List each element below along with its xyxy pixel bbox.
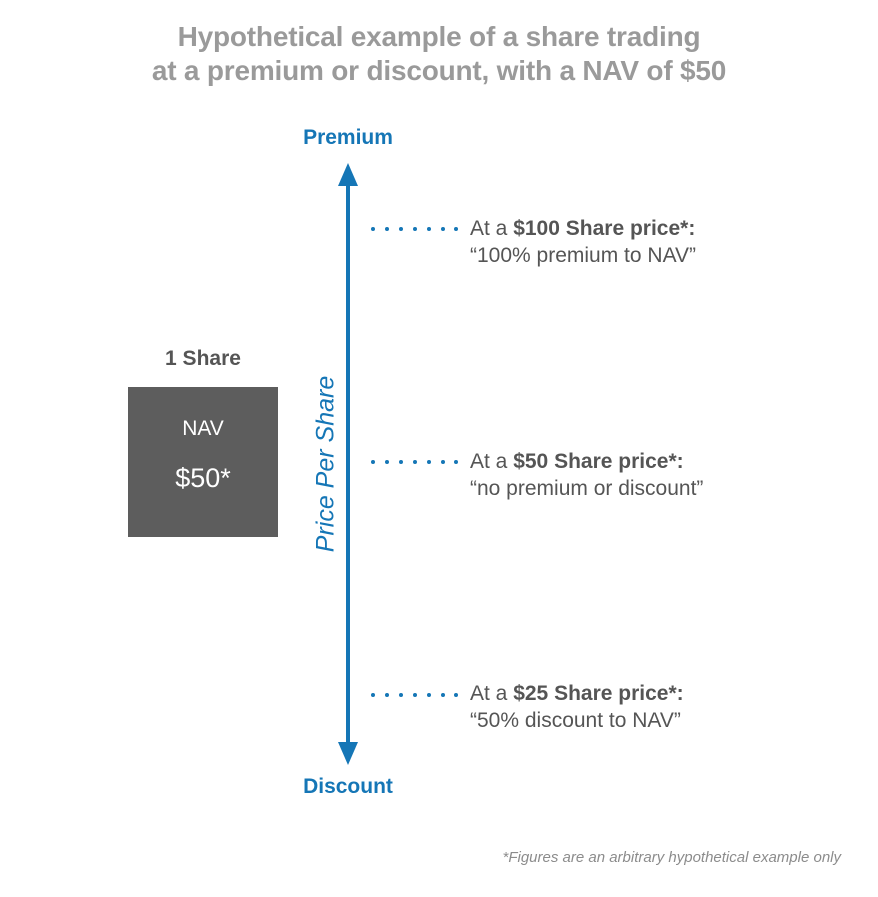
premium-label: Premium [303,126,393,149]
callout-premium-quote: “100% premium to NAV” [470,244,697,267]
callout-premium-heading: At a $100 Share price*: [470,215,696,242]
callout-price: $25 Share price*: [513,682,684,705]
nav-box-title: NAV [182,417,224,440]
share-label: 1 Share [165,347,241,370]
nav-box: NAV $50* [128,387,278,537]
title-line-1: Hypothetical example of a share trading [177,21,701,52]
callout-discount-quote: “50% discount to NAV” [470,709,681,732]
discount-label: Discount [303,775,393,798]
callout-discount: At a $25 Share price*: “50% discount to … [470,680,684,734]
callout-discount-heading: At a $25 Share price*: [470,680,684,707]
footnote: *Figures are an arbitrary hypothetical e… [502,849,841,866]
callout-nav: At a $50 Share price*: “no premium or di… [470,448,703,502]
callout-premium: At a $100 Share price*: “100% premium to… [470,215,696,269]
callout-prefix: At a [470,450,514,473]
axis-arrow-down-icon [338,742,358,765]
dotted-leader-discount [371,693,458,697]
diagram-title: Hypothetical example of a share trading … [0,20,878,88]
axis-arrow-up-icon [338,163,358,186]
callout-nav-heading: At a $50 Share price*: [470,448,703,475]
callout-price: $50 Share price*: [513,450,684,473]
nav-box-value: $50* [175,463,231,493]
callout-price: $100 Share price*: [513,217,696,240]
dotted-leader-premium [371,227,458,231]
title-line-2: at a premium or discount, with a NAV of … [151,55,727,86]
callout-prefix: At a [470,217,514,240]
axis-title: Price Per Share [311,375,340,553]
dotted-leader-nav [371,460,458,464]
callout-nav-quote: “no premium or discount” [470,477,704,500]
callout-prefix: At a [470,682,514,705]
